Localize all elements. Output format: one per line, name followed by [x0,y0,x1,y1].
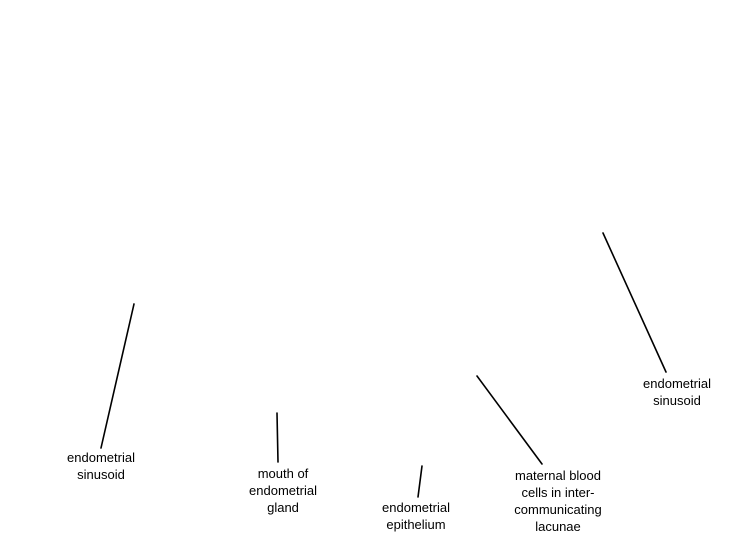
label-line: endometrial [643,376,711,391]
label-maternal-blood-cells: maternal blood cells in inter- communica… [514,467,601,535]
label-line: endometrial [67,450,135,465]
label-endometrial-epithelium: endometrial epithelium [382,499,450,533]
leader-line-maternal-blood [476,375,543,465]
label-line: lacunae [535,519,581,534]
label-line: gland [267,500,299,515]
leader-line-epithelium [417,465,423,498]
label-line: cells in inter- [521,485,595,500]
label-line: maternal blood [515,468,601,483]
label-line: epithelium [386,517,446,532]
label-line: endometrial [382,500,450,515]
label-mouth-of-endometrial-gland: mouth of endometrial gland [249,465,317,516]
label-line: sinusoid [77,467,125,482]
leader-line-sinusoid-right [602,232,667,373]
label-line: communicating [514,502,602,517]
label-endometrial-sinusoid-left: endometrial sinusoid [67,449,135,483]
label-line: sinusoid [653,393,701,408]
leader-line-gland-mouth [276,412,279,463]
label-endometrial-sinusoid-right: endometrial sinusoid [643,375,711,409]
leader-line-sinusoid-left [100,303,135,449]
label-line: endometrial [249,483,317,498]
label-line: mouth of [257,466,309,481]
